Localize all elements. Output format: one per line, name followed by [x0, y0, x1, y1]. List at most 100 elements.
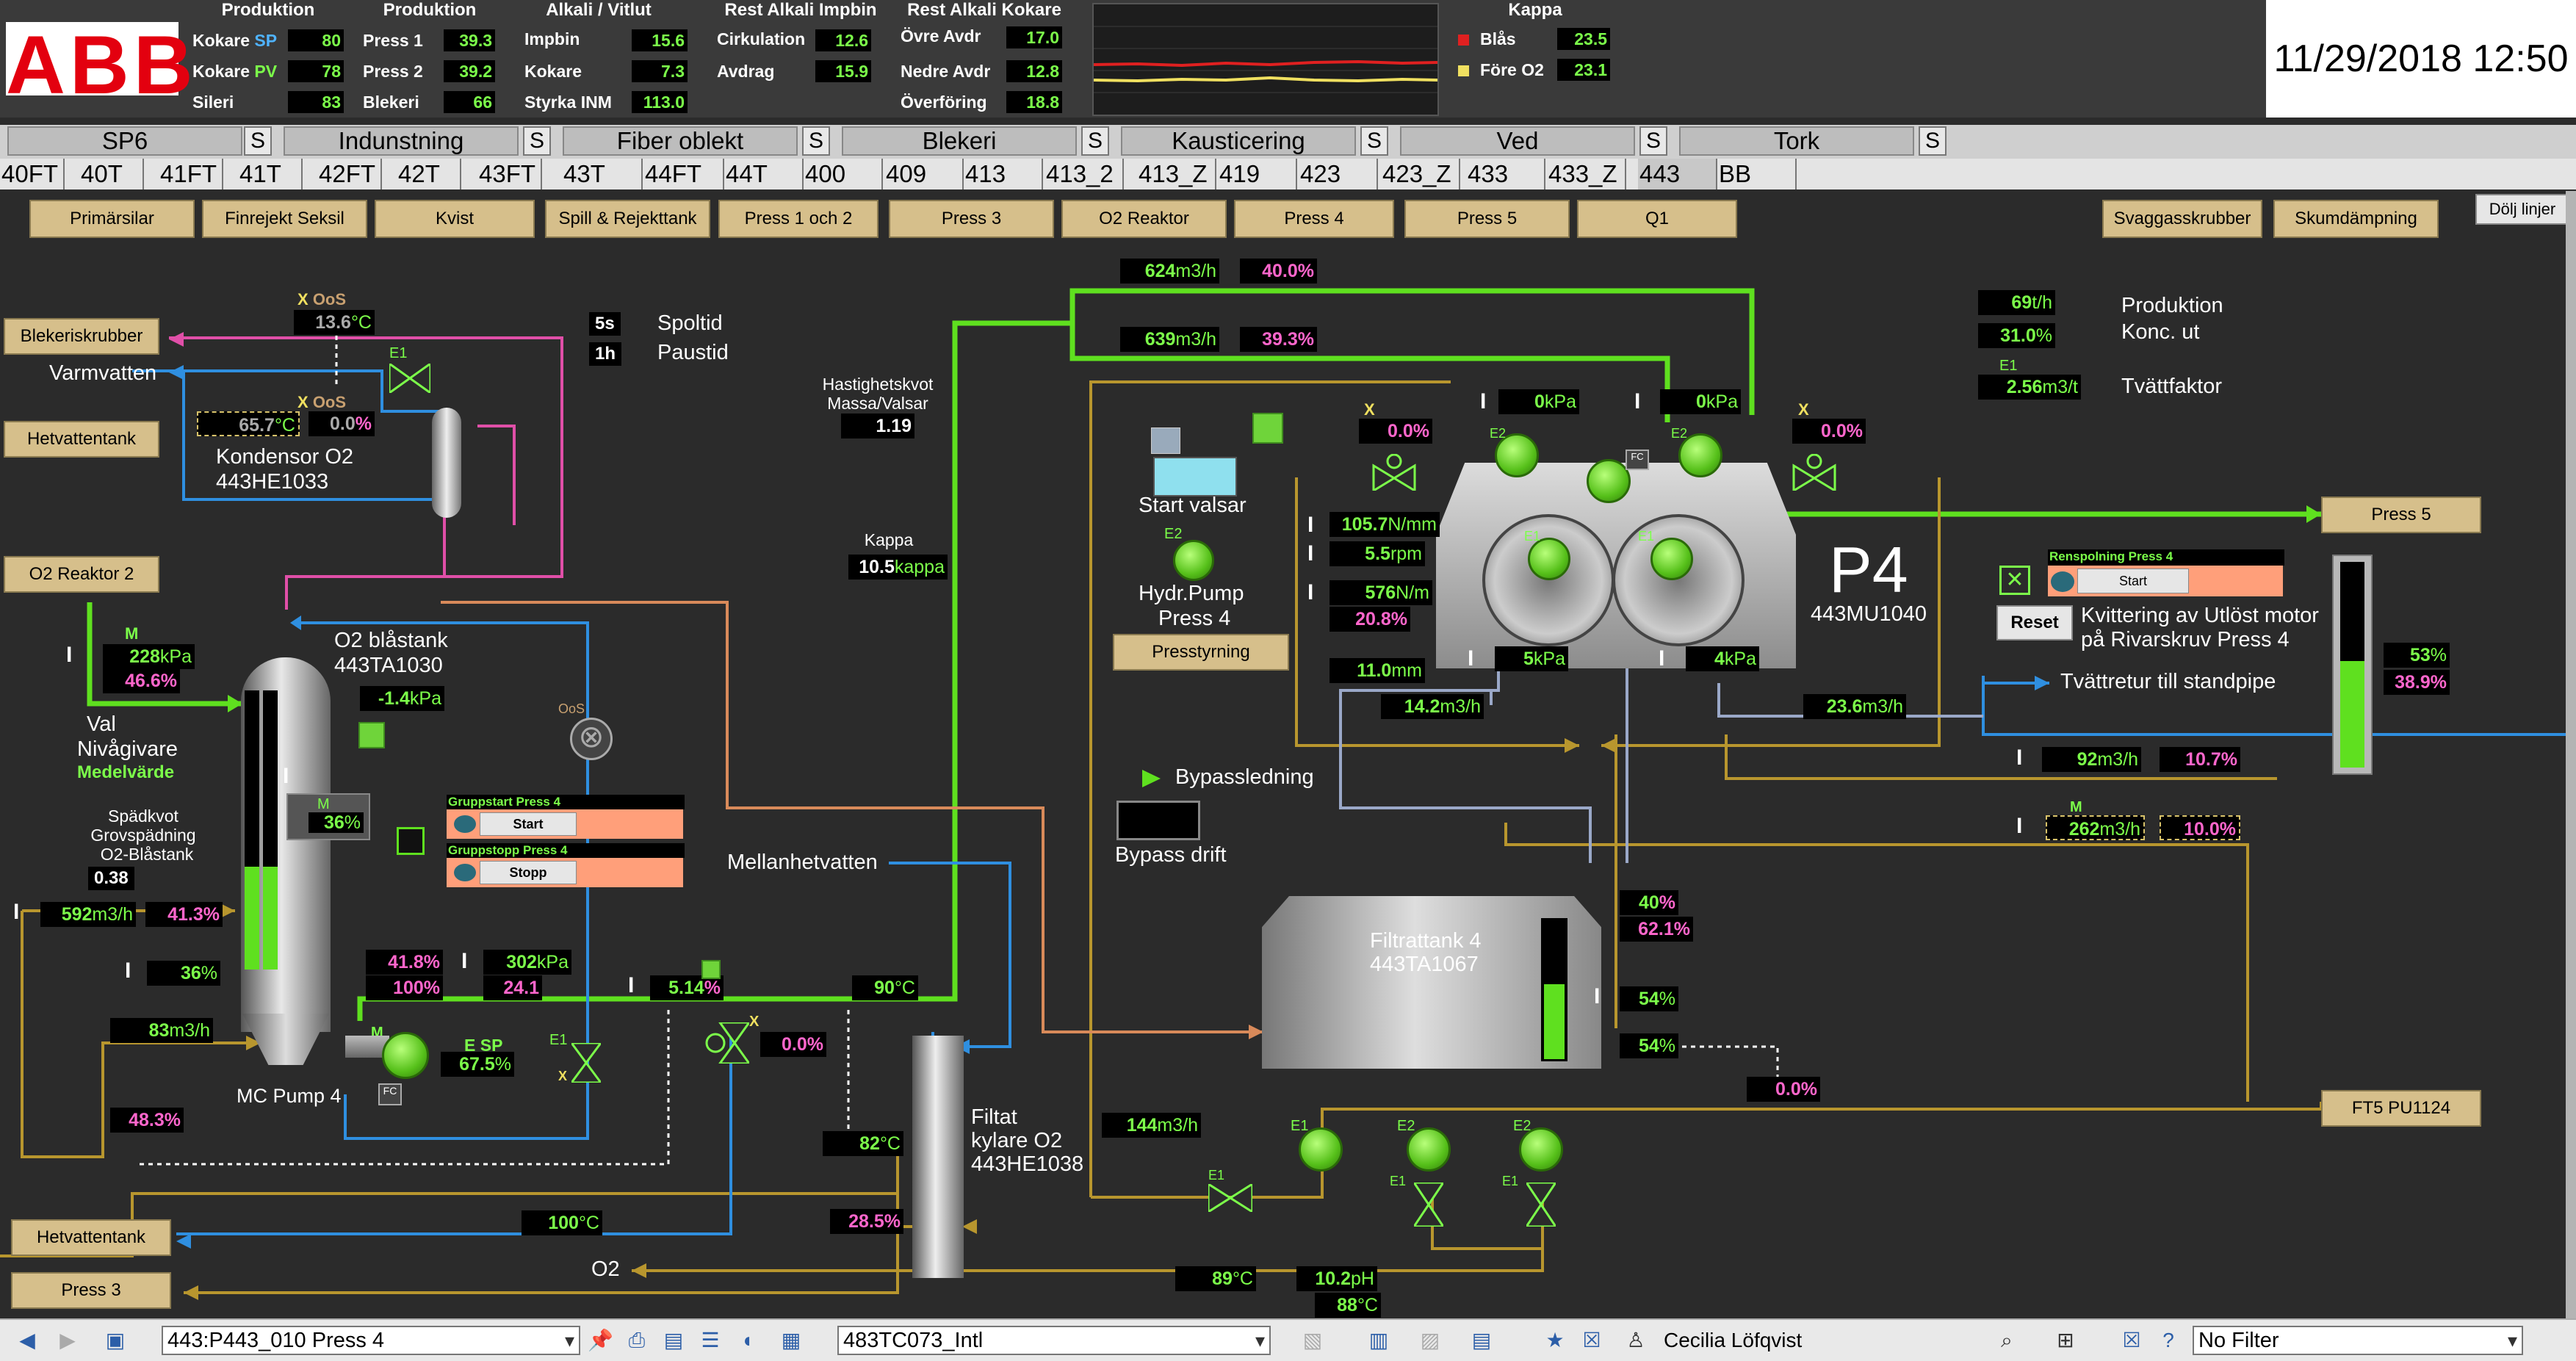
- tab-fiber-oblekt-s[interactable]: S: [802, 126, 830, 156]
- grid-icon[interactable]: ▥: [1368, 1329, 1389, 1351]
- ft5-pu1124-button[interactable]: FT5 PU1124: [2321, 1090, 2481, 1127]
- forward-icon[interactable]: ▶: [59, 1329, 76, 1351]
- blekeriskrubber-button[interactable]: Blekeriskrubber: [4, 318, 159, 355]
- back-icon[interactable]: ◀: [19, 1329, 35, 1351]
- tab-tork[interactable]: Tork: [1679, 126, 1914, 156]
- tab-blekeri[interactable]: Blekeri: [842, 126, 1077, 156]
- unit-tab-41ft[interactable]: 41FT: [159, 159, 223, 189]
- mc-pump-4-icon[interactable]: [382, 1032, 429, 1079]
- unit-tab-400[interactable]: 400: [804, 159, 883, 189]
- press-3-button-bottom[interactable]: Press 3: [11, 1272, 171, 1309]
- status-square-valsar[interactable]: [1252, 413, 1283, 444]
- unit-tab-42ft[interactable]: 42FT: [317, 159, 382, 189]
- star-icon[interactable]: ★: [1545, 1329, 1565, 1351]
- unit-tab-bb[interactable]: BB: [1717, 159, 1797, 189]
- unit-tab-443[interactable]: 443: [1638, 159, 1717, 189]
- motor-oos-icon[interactable]: ⊗: [570, 718, 613, 760]
- kappa-trend-chart[interactable]: [1092, 3, 1439, 116]
- roll-drive-left-icon[interactable]: [1528, 538, 1570, 580]
- screen-icon[interactable]: [1151, 427, 1180, 454]
- unit-tab-413[interactable]: 413: [964, 159, 1043, 189]
- table-icon[interactable]: ▤: [1471, 1329, 1492, 1351]
- filter-mode-icon[interactable]: ⊞: [2057, 1329, 2074, 1351]
- skumdampning-button[interactable]: Skumdämpning: [2273, 200, 2439, 238]
- tab-indunstning-s[interactable]: S: [523, 126, 551, 156]
- user-icon[interactable]: ♙: [1626, 1329, 1645, 1351]
- finrejekt-seksil-button[interactable]: Finrejekt Seksil: [202, 200, 367, 238]
- pin-icon[interactable]: 📌: [588, 1329, 613, 1351]
- tab-sp6-s[interactable]: S: [244, 126, 272, 156]
- kondensor-vessel[interactable]: [432, 408, 461, 518]
- tab-tork-s[interactable]: S: [1919, 126, 1947, 156]
- valve-icon[interactable]: [389, 364, 430, 393]
- bottom-valve-1-icon[interactable]: [1208, 1184, 1252, 1212]
- grupp-square-indicator[interactable]: [397, 827, 425, 855]
- start-valsar-panel[interactable]: [1153, 457, 1237, 497]
- unit-tab-433[interactable]: 433: [1466, 159, 1545, 189]
- status-square-small[interactable]: [701, 960, 721, 979]
- unit-tab-423[interactable]: 423: [1299, 159, 1378, 189]
- press-5-button-right[interactable]: Press 5: [2321, 497, 2481, 533]
- search-icon[interactable]: ⌕: [2001, 1329, 2013, 1351]
- p4-inlet-valve-left-icon[interactable]: [1372, 454, 1416, 491]
- gruppstopp-stopp-button[interactable]: Stopp: [480, 861, 577, 884]
- press-3-button[interactable]: Press 3: [889, 200, 1054, 238]
- tab-kausticering[interactable]: Kausticering: [1121, 126, 1356, 156]
- status-square-blastank[interactable]: [358, 722, 385, 748]
- hetvattentank-button-bottom[interactable]: Hetvattentank: [11, 1219, 171, 1256]
- unit-tab-40ft[interactable]: 40FT: [0, 159, 65, 189]
- roll-drive-right-icon[interactable]: [1650, 538, 1693, 580]
- clear-filter-icon[interactable]: ☒: [2122, 1329, 2141, 1351]
- press-4-button[interactable]: Press 4: [1234, 200, 1394, 238]
- vertical-scrollbar[interactable]: [2566, 191, 2576, 1318]
- help-icon[interactable]: ?: [2162, 1329, 2174, 1351]
- unit-tab-41t[interactable]: 41T: [238, 159, 303, 189]
- object-menu-icon[interactable]: ▣: [105, 1329, 126, 1351]
- list-icon[interactable]: ☰: [701, 1329, 720, 1351]
- filtrat-pump-2-icon[interactable]: [1407, 1127, 1451, 1172]
- press-5-button-top[interactable]: Press 5: [1404, 200, 1570, 238]
- press-1-och-2-button[interactable]: Press 1 och 2: [718, 200, 878, 238]
- q1-button[interactable]: Q1: [1577, 200, 1737, 238]
- control-valve-mid-icon[interactable]: [705, 1022, 749, 1064]
- unit-tab-409[interactable]: 409: [884, 159, 964, 189]
- sound-icon[interactable]: ◖: [740, 1329, 754, 1351]
- close-box-icon[interactable]: ☒: [1582, 1329, 1601, 1351]
- unit-tab-433-z[interactable]: 433_Z: [1547, 159, 1626, 189]
- chart-icon[interactable]: ▨: [1420, 1329, 1440, 1351]
- unit-tab-40t[interactable]: 40T: [79, 159, 144, 189]
- screw-pump-mid-icon[interactable]: [1587, 459, 1631, 503]
- filtrat-pump-3-icon[interactable]: [1519, 1127, 1563, 1172]
- presstyrning-button[interactable]: Presstyrning: [1113, 634, 1289, 671]
- o2-reaktor-2-button[interactable]: O2 Reaktor 2: [4, 556, 159, 593]
- filtat-kylare-vessel[interactable]: [912, 1036, 964, 1278]
- tab-blekeri-s[interactable]: S: [1081, 126, 1109, 156]
- filtrat-pump-1-icon[interactable]: [1299, 1127, 1343, 1172]
- unit-tab-44t[interactable]: 44T: [724, 159, 804, 189]
- tag-select[interactable]: 483TC073_Intl: [837, 1326, 1271, 1355]
- screw-pump-right-icon[interactable]: [1678, 433, 1722, 477]
- document-icon[interactable]: ▤: [663, 1329, 684, 1351]
- dolj-linjer-button[interactable]: Dölj linjer: [2475, 194, 2569, 225]
- filter-select[interactable]: No Filter: [2193, 1326, 2523, 1355]
- faceplate-icon[interactable]: ▦: [781, 1329, 801, 1351]
- gruppstart-start-button[interactable]: Start: [480, 812, 577, 836]
- unit-tab-423-z[interactable]: 423_Z: [1381, 159, 1460, 189]
- bottom-valve-2-icon[interactable]: [1414, 1183, 1443, 1227]
- unit-tab-42t[interactable]: 42T: [397, 159, 461, 189]
- tab-indunstning[interactable]: Indunstning: [284, 126, 519, 156]
- reset-button[interactable]: Reset: [1996, 605, 2073, 640]
- hydr-pump-icon[interactable]: [1173, 540, 1214, 581]
- svaggasskrubber-button[interactable]: Svaggasskrubber: [2102, 200, 2262, 238]
- tab-kausticering-s[interactable]: S: [1360, 126, 1388, 156]
- o2-reaktor-button[interactable]: O2 Reaktor: [1061, 200, 1227, 238]
- hetvattentank-button-top[interactable]: Hetvattentank: [4, 421, 159, 458]
- bottom-valve-3-icon[interactable]: [1526, 1183, 1556, 1227]
- trend-icon[interactable]: ▧: [1302, 1329, 1323, 1351]
- unit-tab-413-2[interactable]: 413_2: [1045, 159, 1124, 189]
- unit-tab-43ft[interactable]: 43FT: [477, 159, 542, 189]
- spill-rejekttank-button[interactable]: Spill & Rejekttank: [545, 200, 710, 238]
- bypass-drift-indicator[interactable]: [1116, 801, 1200, 840]
- unit-tab-44ft[interactable]: 44FT: [643, 159, 724, 189]
- renspolning-check-icon[interactable]: ✕: [1999, 566, 2030, 595]
